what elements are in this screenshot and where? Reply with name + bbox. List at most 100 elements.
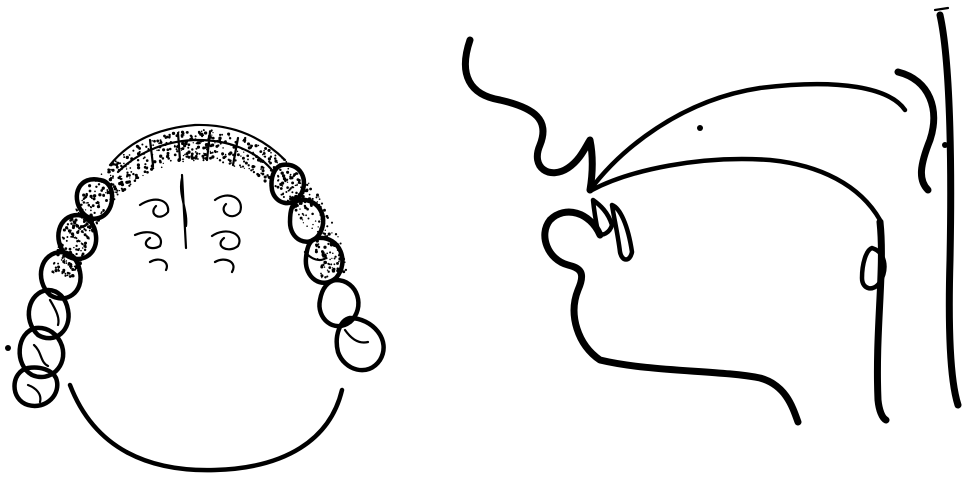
gum-stipple-dot bbox=[118, 182, 121, 185]
gum-stipple-dot bbox=[66, 240, 68, 242]
gum-stipple-dot bbox=[320, 273, 322, 275]
gum-stipple-dot bbox=[102, 209, 105, 212]
gum-stipple-dot bbox=[331, 222, 333, 224]
gum-stipple-dot bbox=[296, 184, 297, 185]
gum-stipple-dot bbox=[326, 225, 328, 227]
gum-stipple-dot bbox=[112, 175, 114, 177]
gum-stipple-dot bbox=[67, 272, 69, 274]
gum-stipple-dot bbox=[94, 191, 96, 193]
gum-stipple-dot bbox=[63, 228, 66, 231]
gum-stipple-dot bbox=[244, 137, 246, 139]
gum-stipple-dot bbox=[240, 155, 241, 156]
gum-stipple-dot bbox=[75, 208, 77, 210]
gum-stipple-dot bbox=[302, 219, 303, 220]
gum-stipple-dot bbox=[291, 181, 294, 184]
gum-stipple-dot bbox=[102, 194, 105, 197]
gum-stipple-dot bbox=[152, 144, 154, 146]
gum-stipple-dot bbox=[198, 131, 201, 134]
gum-stipple-dot bbox=[144, 163, 146, 165]
gum-stipple-dot bbox=[306, 225, 308, 227]
gum-stipple-dot bbox=[264, 175, 267, 178]
gum-stipple-dot bbox=[322, 251, 325, 254]
gum-stipple-dot bbox=[303, 214, 305, 216]
gum-stipple-dot bbox=[88, 184, 91, 187]
gum-stipple-dot bbox=[281, 181, 284, 184]
gum-stipple-dot bbox=[71, 232, 74, 235]
gum-stipple-dot bbox=[327, 270, 328, 271]
gum-stipple-dot bbox=[93, 212, 95, 214]
gum-stipple-dot bbox=[248, 168, 249, 169]
gum-stipple-dot bbox=[146, 167, 149, 170]
gum-stipple-dot bbox=[116, 189, 118, 191]
gum-stipple-dot bbox=[229, 137, 231, 139]
gum-stipple-dot bbox=[309, 188, 312, 191]
gum-stipple-dot bbox=[186, 131, 188, 133]
gum-stipple-dot bbox=[64, 247, 67, 250]
gum-stipple-dot bbox=[93, 197, 96, 200]
gum-stipple-dot bbox=[264, 156, 266, 158]
gum-stipple-dot bbox=[183, 142, 184, 143]
gum-stipple-dot bbox=[264, 147, 267, 150]
gum-stipple-dot bbox=[319, 198, 321, 200]
gum-stipple-dot bbox=[238, 154, 239, 155]
lower-lip-chin-profile bbox=[545, 212, 798, 422]
gum-stipple-dot bbox=[128, 174, 131, 177]
gum-stipple-dot bbox=[209, 144, 212, 147]
gum-stipple-dot bbox=[73, 247, 74, 248]
gum-stipple-dot bbox=[316, 244, 318, 246]
gum-stipple-dot bbox=[204, 131, 207, 134]
gum-stipple-dot bbox=[222, 161, 224, 163]
gum-stipple-dot bbox=[123, 156, 125, 158]
gum-stipple-dot bbox=[219, 159, 221, 161]
gum-stipple-dot bbox=[130, 171, 132, 173]
gum-stipple-dot bbox=[107, 168, 110, 171]
gum-stipple-dot bbox=[245, 162, 248, 165]
gum-stipple-dot bbox=[145, 146, 147, 148]
gum-stipple-dot bbox=[311, 213, 314, 216]
gum-stipple-dot bbox=[81, 230, 84, 233]
gum-stipple-dot bbox=[306, 184, 308, 186]
gum-stipple-dot bbox=[176, 150, 178, 152]
gum-stipple-dot bbox=[212, 152, 214, 154]
gum-stipple-dot bbox=[160, 139, 162, 141]
gum-stipple-dot bbox=[76, 231, 79, 234]
gum-stipple-dot bbox=[161, 166, 163, 168]
gum-stipple-dot bbox=[75, 224, 78, 227]
gum-stipple-dot bbox=[84, 249, 86, 251]
gum-stipple-dot bbox=[237, 151, 238, 152]
gum-stipple-dot bbox=[253, 166, 255, 168]
gum-stipple-dot bbox=[183, 158, 185, 160]
gum-stipple-dot bbox=[69, 275, 72, 278]
gum-stipple-dot bbox=[321, 203, 323, 205]
gum-stipple-dot bbox=[57, 265, 60, 268]
gum-stipple-dot bbox=[212, 137, 215, 140]
gum-stipple-dot bbox=[158, 149, 160, 151]
gum-stipple-dot bbox=[144, 170, 147, 173]
gum-stipple-dot bbox=[329, 251, 331, 253]
gum-stipple-dot bbox=[229, 151, 232, 154]
gum-stipple-dot bbox=[85, 193, 87, 195]
gum-stipple-dot bbox=[160, 141, 163, 144]
gum-stipple-dot bbox=[123, 163, 125, 165]
gum-stipple-dot bbox=[69, 265, 72, 268]
gum-stipple-dot bbox=[327, 217, 329, 219]
gum-stipple-dot bbox=[331, 232, 332, 233]
gum-stipple-dot bbox=[174, 145, 175, 146]
gum-stipple-dot bbox=[75, 236, 76, 237]
gum-stipple-dot bbox=[345, 269, 347, 271]
gum-stipple-dot bbox=[217, 144, 219, 146]
gum-stipple-dot bbox=[107, 171, 110, 174]
gum-stipple-dot bbox=[53, 262, 55, 264]
gum-stipple-dot bbox=[291, 186, 293, 188]
gum-stipple-dot bbox=[72, 236, 74, 238]
gum-stipple-dot bbox=[130, 183, 132, 185]
gum-stipple-dot bbox=[286, 179, 288, 181]
gum-stipple-dot bbox=[132, 173, 134, 175]
gum-stipple-dot bbox=[260, 168, 262, 170]
gum-stipple-dot bbox=[73, 221, 75, 223]
gum-stipple-dot bbox=[75, 245, 77, 247]
gum-stipple-dot bbox=[281, 194, 283, 196]
gum-stipple-dot bbox=[89, 190, 92, 193]
gum-stipple-dot bbox=[162, 148, 165, 151]
gum-stipple-dot bbox=[315, 220, 316, 221]
